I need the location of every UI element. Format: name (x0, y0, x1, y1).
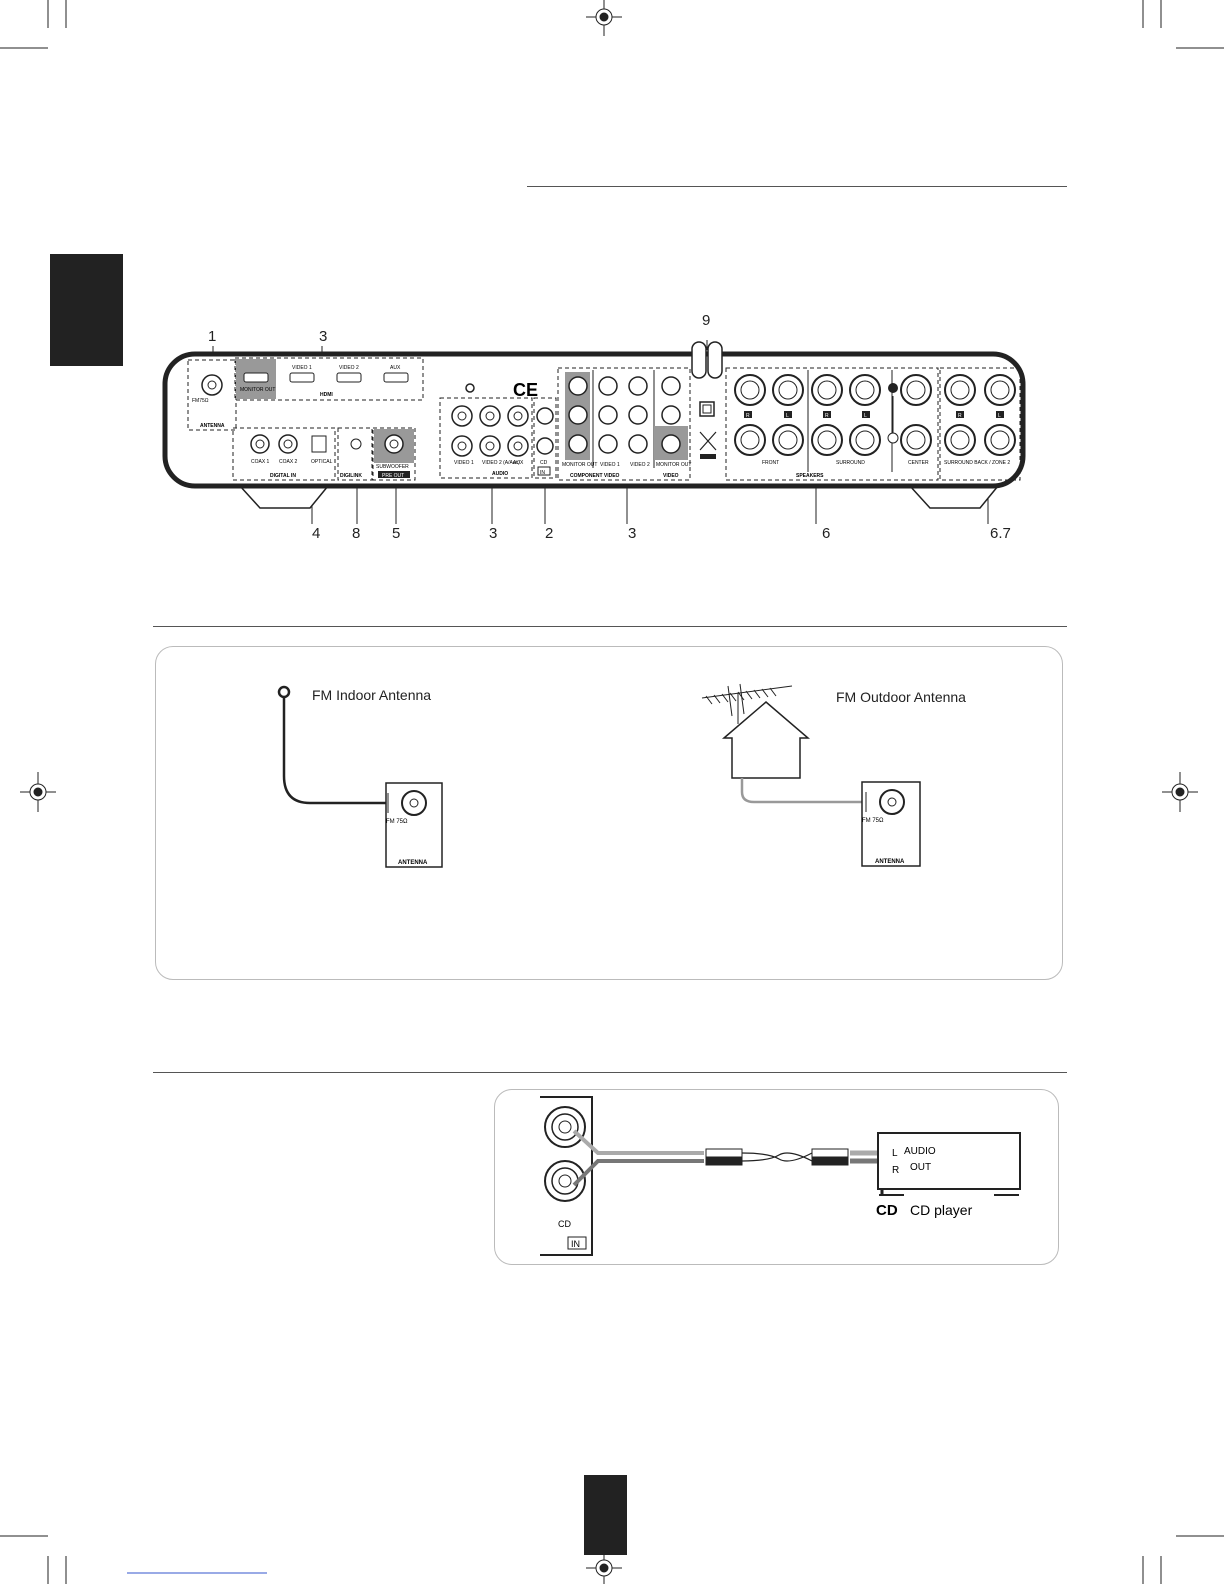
svg-text:AUDIO: AUDIO (492, 471, 508, 477)
antenna-section-rule (153, 626, 1067, 627)
cd-section-rule (153, 1072, 1067, 1073)
svg-text:COAX 2: COAX 2 (279, 459, 298, 465)
svg-text:MONITOR OUT: MONITOR OUT (240, 387, 275, 393)
language-tab (50, 254, 123, 366)
registration-mark-left (20, 772, 56, 812)
svg-text:OPTICAL: OPTICAL (311, 459, 333, 465)
fm75-label: FM75Ω (192, 398, 209, 404)
svg-text:VIDEO 1: VIDEO 1 (454, 460, 474, 466)
registration-mark-top (586, 0, 622, 36)
svg-text:R: R (825, 413, 829, 419)
svg-text:COAX 1: COAX 1 (251, 459, 270, 465)
svg-text:HDMI: HDMI (320, 392, 333, 398)
svg-text:SURROUND: SURROUND (836, 460, 865, 466)
svg-text:L: L (864, 413, 867, 419)
callout-2: 2 (545, 525, 554, 542)
svg-text:DIGITAL IN: DIGITAL IN (270, 473, 296, 479)
callout-3-audio: 3 (489, 525, 498, 542)
svg-text:SURROUND BACK / ZONE 2: SURROUND BACK / ZONE 2 (944, 460, 1010, 466)
indoor-antenna-diagram: FM 75Ω ANTENNA (277, 685, 443, 868)
svg-text:AUX: AUX (390, 365, 401, 371)
svg-text:IN: IN (571, 1239, 580, 1249)
svg-text:VIDEO 2: VIDEO 2 (630, 462, 650, 468)
fm-indoor-antenna-label: FM Indoor Antenna (312, 687, 432, 703)
svg-text:R: R (958, 413, 962, 419)
svg-text:FM 75Ω: FM 75Ω (862, 818, 884, 824)
svg-text:SUBWOOFER: SUBWOOFER (376, 464, 409, 470)
svg-text:VIDEO 2 (A/Aux): VIDEO 2 (A/Aux) (482, 460, 520, 466)
svg-text:ANTENNA: ANTENNA (398, 860, 428, 866)
svg-text:MONITOR OUT: MONITOR OUT (656, 462, 691, 468)
svg-text:CD: CD (540, 460, 548, 466)
callout-9: 9 (702, 312, 711, 329)
callout-4: 4 (312, 525, 321, 542)
svg-text:AUDIO: AUDIO (904, 1146, 936, 1157)
registration-mark-right (1162, 772, 1198, 812)
svg-text:DIGILINK: DIGILINK (340, 473, 362, 479)
svg-text:L: L (998, 413, 1001, 419)
outdoor-antenna-diagram: FM 75Ω ANTENNA (701, 683, 921, 867)
svg-text:CE: CE (513, 380, 538, 400)
cd-connection-diagram: CD IN L R AUDIO OUT CD CD player (540, 1096, 1021, 1256)
svg-text:AUX: AUX (513, 460, 524, 466)
svg-text:ANTENNA: ANTENNA (200, 423, 225, 429)
svg-text:VIDEO 1: VIDEO 1 (292, 365, 312, 371)
svg-text:VIDEO 1: VIDEO 1 (600, 462, 620, 468)
header-rule (527, 186, 1067, 187)
svg-text:CD: CD (876, 1202, 898, 1219)
svg-text:R: R (892, 1165, 899, 1176)
callout-6: 6 (822, 525, 831, 542)
svg-text:MONITOR OUT: MONITOR OUT (562, 462, 597, 468)
svg-text:OUT: OUT (910, 1162, 931, 1173)
svg-text:L: L (786, 413, 789, 419)
svg-text:CENTER: CENTER (908, 460, 929, 466)
rear-panel-diagram: FM75Ω ANTENNA MONITOR OUT VIDEO 1 VIDEO … (162, 340, 1026, 524)
svg-text:VIDEO: VIDEO (663, 473, 679, 479)
svg-text:ANTENNA: ANTENNA (875, 859, 905, 865)
callout-6-7: 6.7 (990, 525, 1011, 542)
svg-text:SPEAKERS: SPEAKERS (796, 473, 824, 479)
callout-8: 8 (352, 525, 361, 542)
svg-text:CD: CD (558, 1219, 571, 1229)
svg-text:IN: IN (540, 470, 545, 476)
svg-text:COMPONENT VIDEO: COMPONENT VIDEO (570, 473, 620, 479)
fm-outdoor-antenna-label: FM Outdoor Antenna (836, 689, 966, 705)
svg-text:PRE OUT: PRE OUT (382, 473, 404, 479)
svg-text:CD player: CD player (910, 1202, 973, 1218)
callout-3-component: 3 (628, 525, 637, 542)
svg-text:R: R (746, 413, 750, 419)
svg-text:FM 75Ω: FM 75Ω (386, 819, 408, 825)
callout-5: 5 (392, 525, 401, 542)
registration-mark-bottom (586, 1548, 622, 1584)
callout-3-hdmi: 3 (319, 328, 328, 345)
svg-text:VIDEO 2: VIDEO 2 (339, 365, 359, 371)
svg-text:FRONT: FRONT (762, 460, 779, 466)
callout-1: 1 (208, 328, 217, 345)
svg-text:L: L (892, 1148, 898, 1159)
page-number-tab (584, 1475, 627, 1555)
